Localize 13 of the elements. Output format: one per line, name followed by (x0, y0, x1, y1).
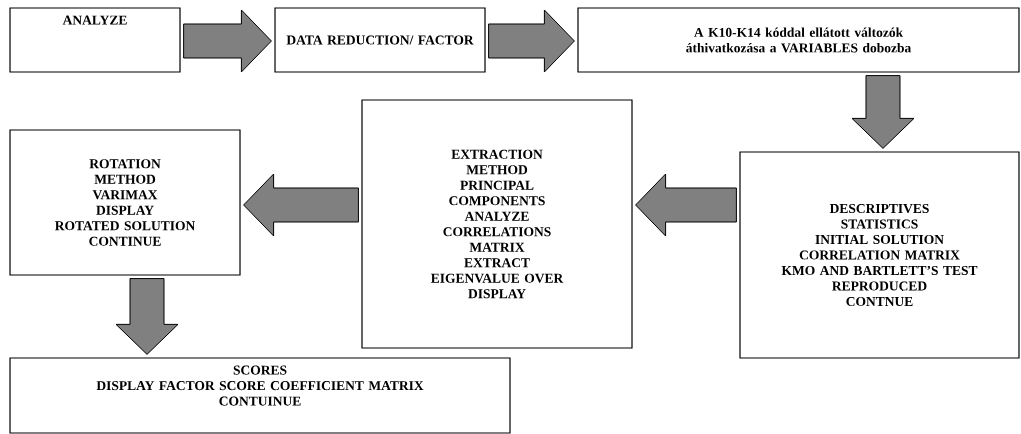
step-box: A K10-K14 kóddal ellátott változók áthivatkozása a VARIABLES dobozba (577, 7, 1020, 73)
block-arrow (488, 9, 575, 73)
step-box: EXTRACTION METHOD PRINCIPAL COMPONENTS ANALYZE CORRELATIONS MATRIX EXTRACT EIGENVALUE OVER DISPLAY (361, 99, 633, 349)
step-box: ROTATION METHOD VARIMAX DISPLAY ROTATED SOLUTION CONTINUE (9, 129, 241, 276)
block-arrow (635, 173, 737, 237)
block-arrow (851, 75, 915, 149)
step-box: DESCRIPTIVES STATISTICS INITIAL SOLUTION CORRELATION MATRIX KMO AND BARTLETT’S TEST REPRODUCED CONTNUE (739, 151, 1020, 359)
step-box: ANALYZE (9, 7, 181, 73)
block-arrow (115, 278, 179, 355)
step-box: DATA REDUCTION/ FACTOR (274, 7, 486, 73)
step-box: SCORES DISPLAY FACTOR SCORE COEFFICIENT MATRIX CONTUINUE (9, 357, 511, 434)
block-arrow (183, 9, 272, 73)
block-arrow (243, 173, 359, 237)
